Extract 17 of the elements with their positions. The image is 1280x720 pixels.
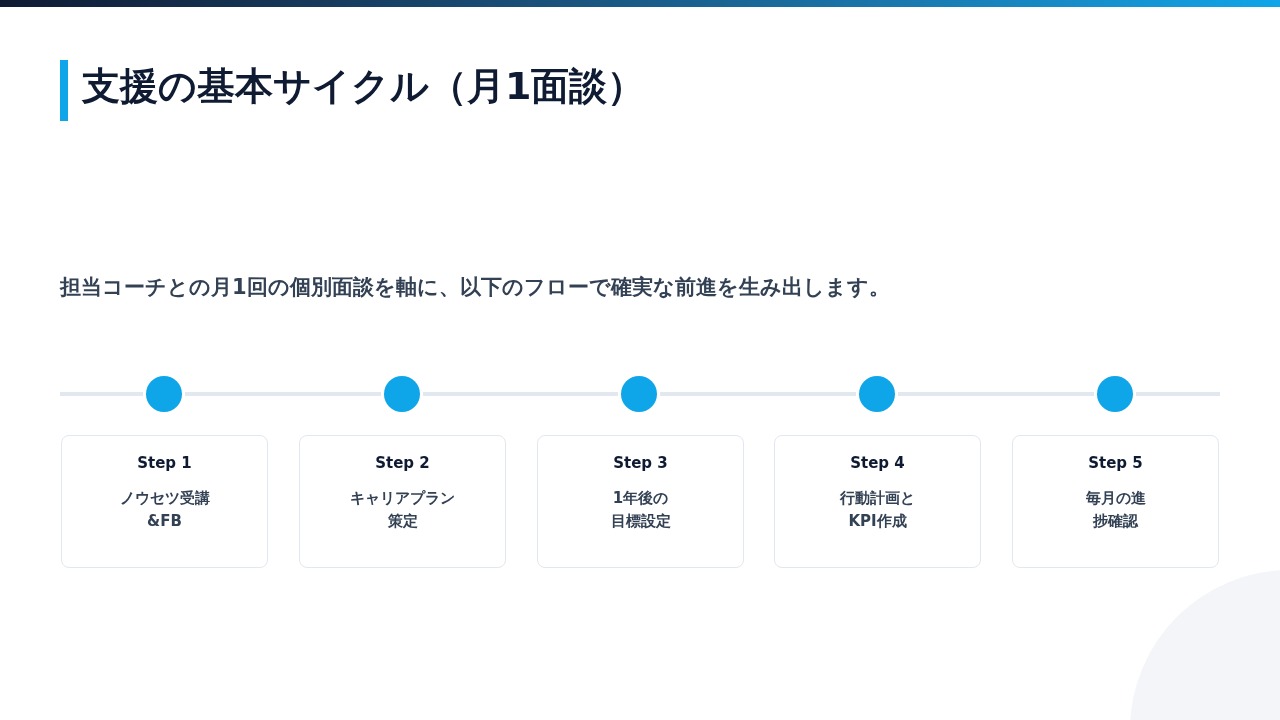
step-card (299, 435, 506, 568)
step-label: Step 1 (137, 453, 192, 474)
step-label: Step 4 (850, 453, 905, 474)
title: 支援の基本サイクル（月1面談） (82, 63, 646, 110)
step-card (537, 435, 744, 568)
step-card (1012, 435, 1219, 568)
step-description: 毎月の進捗確認 (1084, 487, 1147, 532)
step-card (774, 435, 981, 568)
step-description: 1年後の目標設定 (609, 487, 672, 532)
step-description: キャリアプラン策定 (349, 487, 456, 532)
step-description: 行動計画とKPI作成 (839, 487, 916, 532)
step-label: Step 3 (613, 453, 668, 474)
subtitle: 担当コーチとの月1回の個別面談を軸に、以下のフローで確実な前進を生み出します。 (60, 274, 890, 301)
step-label: Step 5 (1088, 453, 1143, 474)
step-description: ノウセツ受講&FB (118, 487, 211, 532)
step-card (61, 435, 268, 568)
step-label: Step 2 (375, 453, 430, 474)
